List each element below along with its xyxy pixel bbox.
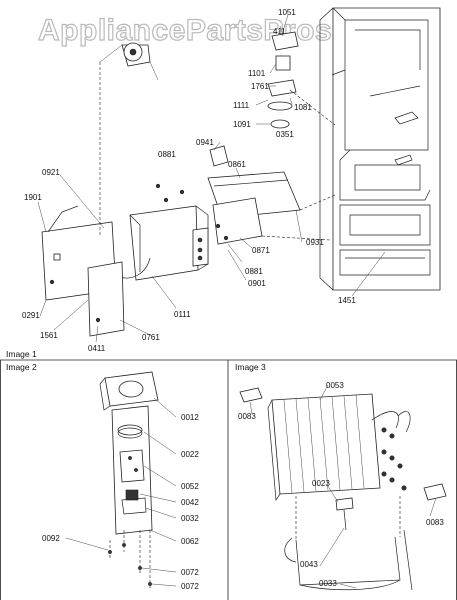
label-0291: 0291	[22, 311, 40, 320]
label-0881-bottom: 0881	[245, 267, 263, 276]
label-0033: 0033	[319, 579, 337, 588]
label-411: 411	[273, 27, 286, 36]
label-0931: 0931	[306, 238, 324, 247]
label-1451: 1451	[338, 296, 356, 305]
label-1081: 1081	[294, 103, 312, 112]
label-0921: 0921	[42, 168, 60, 177]
label-0072-lower: 0072	[181, 582, 199, 591]
label-0032: 0032	[181, 514, 199, 523]
label-0042: 0042	[181, 498, 199, 507]
label-1901: 1901	[24, 193, 42, 202]
image1-drawing	[37, 7, 441, 343]
label-1051: 1051	[278, 8, 296, 17]
label-0043: 0043	[300, 560, 318, 569]
label-0411: 0411	[88, 344, 106, 353]
image3-caption: Image 3	[235, 362, 266, 372]
image2-labels: 0012 0022 0052 0042 0032 0092 0062 0072 …	[42, 413, 199, 591]
label-0941: 0941	[196, 138, 214, 147]
label-0351: 0351	[276, 130, 294, 139]
label-0881-top: 0881	[158, 150, 176, 159]
label-0053: 0053	[326, 381, 344, 390]
label-0901: 0901	[248, 279, 266, 288]
label-0022: 0022	[181, 450, 199, 459]
label-1761: 1761	[251, 82, 269, 91]
label-0052: 0052	[181, 482, 199, 491]
image3-drawing	[239, 384, 447, 591]
label-1111: 1111	[233, 101, 250, 110]
label-1561: 1561	[40, 331, 58, 340]
label-0111: 0111	[174, 310, 191, 319]
lower-panels-frame	[0, 359, 457, 600]
label-1091: 1091	[233, 120, 251, 129]
image2-drawing	[65, 371, 177, 590]
image2-caption: Image 2	[6, 362, 37, 372]
label-0012: 0012	[181, 413, 199, 422]
label-0092: 0092	[42, 534, 60, 543]
image1-caption: Image 1	[6, 349, 37, 359]
label-0761: 0761	[142, 333, 160, 342]
label-0871: 0871	[252, 246, 270, 255]
label-1101: 1101	[248, 69, 266, 78]
label-0072-upper: 0072	[181, 568, 199, 577]
label-0023: 0023	[312, 479, 330, 488]
label-0083-right: 0083	[426, 518, 444, 527]
label-0861: 0861	[228, 160, 246, 169]
label-0083-left: 0083	[238, 412, 256, 421]
image3-labels: 0053 0083 0023 0083 0043 0033	[238, 381, 444, 588]
image1-labels: 1051 411 1101 1761 1111 1081 1091 0351 0…	[22, 8, 356, 353]
label-0062: 0062	[181, 537, 199, 546]
